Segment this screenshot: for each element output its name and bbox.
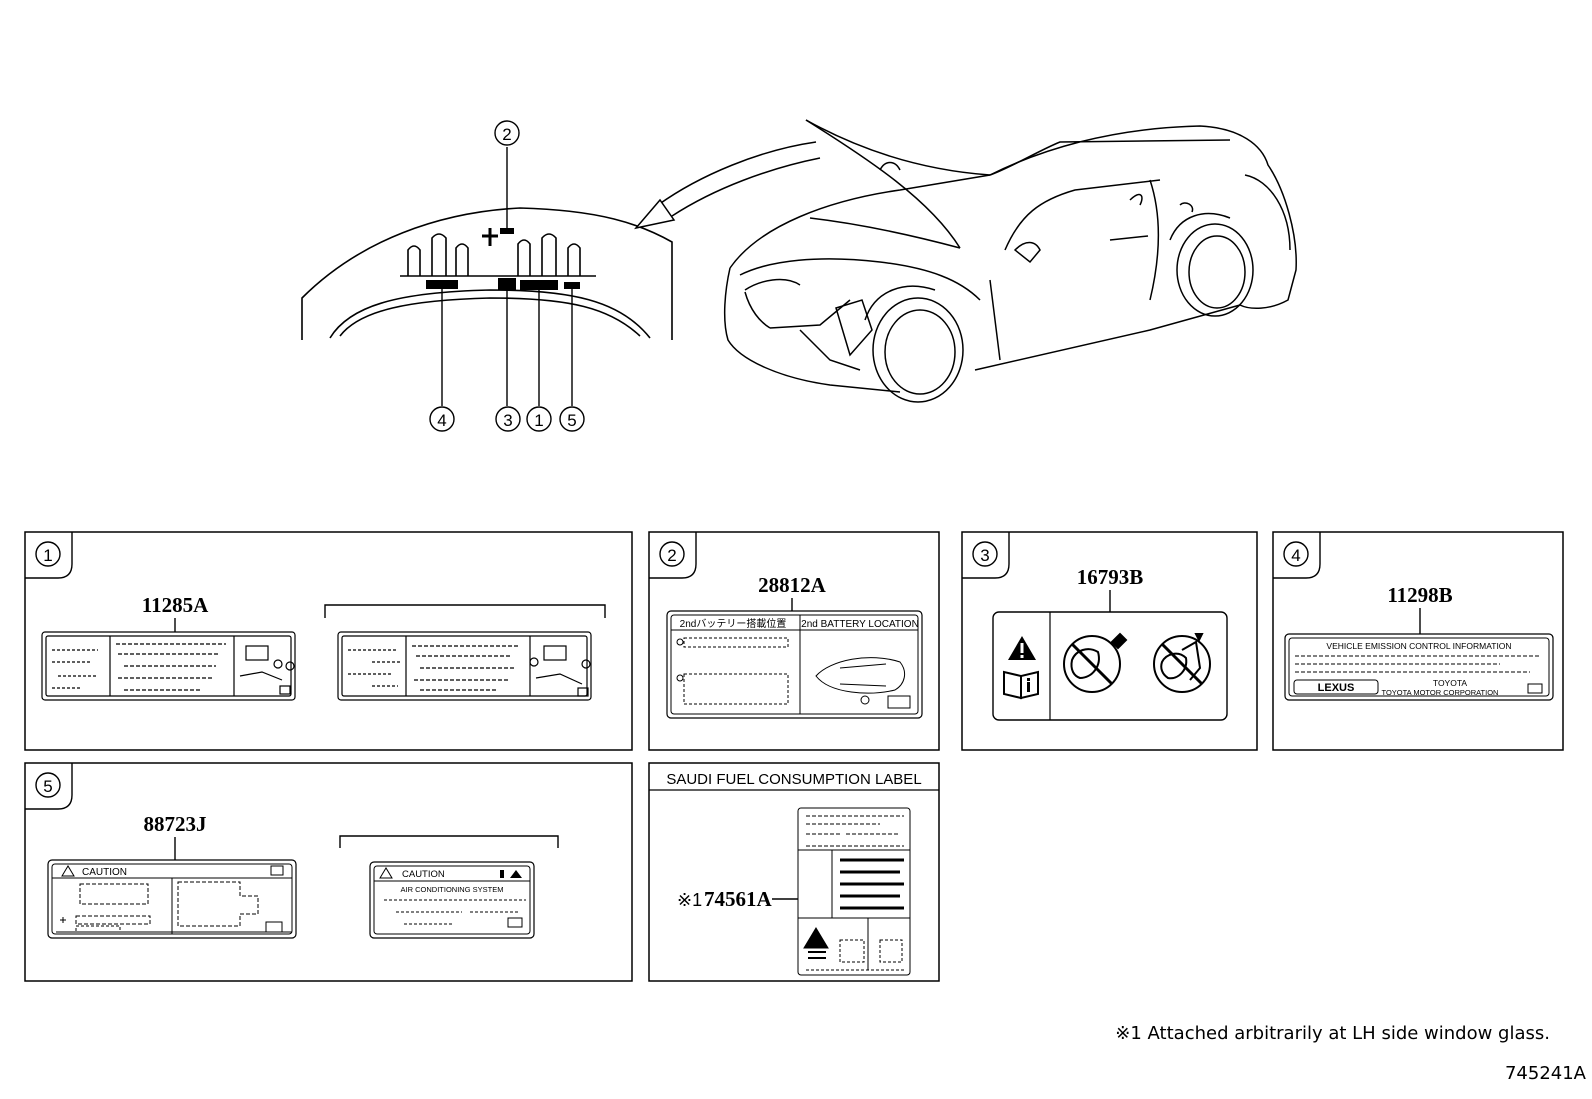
- engine-bay-leaders: [441, 147, 573, 406]
- svg-text:3: 3: [503, 411, 512, 430]
- engine-bay-detail: [301, 207, 673, 340]
- part-number-74561A: 74561A: [704, 887, 773, 911]
- svg-text:4: 4: [437, 411, 446, 430]
- ac-system-text: AIR CONDITIONING SYSTEM: [401, 885, 504, 894]
- panel-2: 2 28812A 2ndバッテリー搭載位置 2nd BATTERY LOCATI…: [648, 531, 940, 751]
- toyota-corp-text: TOYOTA MOTOR CORPORATION: [1382, 688, 1499, 697]
- panel-5: 5 88723J CAUTION CAUTION AIR CONDITIONIN…: [24, 762, 633, 982]
- part-number-16793B: 16793B: [1077, 565, 1144, 589]
- part-number-88723J: 88723J: [144, 812, 207, 836]
- lexus-logo-text: LEXUS: [1318, 682, 1355, 694]
- part-number-11298B: 11298B: [1387, 583, 1452, 607]
- svg-text:5: 5: [567, 411, 576, 430]
- callout-top-1: 1: [526, 406, 552, 432]
- label-74561A: [797, 807, 911, 976]
- panel-2-number: 2: [667, 546, 676, 565]
- callout-top-5: 5: [559, 406, 585, 432]
- label-11285A-variant-b: [337, 631, 592, 701]
- panel-4: 4 11298B VEHICLE EMISSION CONTROL INFORM…: [1272, 531, 1564, 751]
- label-88723J-variant-a: CAUTION: [47, 859, 297, 939]
- panel-saudi: SAUDI FUEL CONSUMPTION LABEL ※1 74561A: [648, 762, 940, 982]
- toyota-text: TOYOTA: [1433, 678, 1467, 688]
- warning-triangle-icon: [1008, 636, 1036, 660]
- battery-label-jp: 2ndバッテリー搭載位置: [680, 617, 787, 630]
- figure-id: 745241A: [1504, 1063, 1586, 1084]
- caution-text-b: CAUTION: [402, 869, 445, 880]
- panel-3: 3 16793B: [961, 531, 1258, 751]
- engine-bay-label-markers: [426, 228, 580, 290]
- no-spray-gun-icon: [1153, 633, 1211, 693]
- callout-top-2: 2: [494, 120, 520, 146]
- label-28812A: 2ndバッテリー搭載位置 2nd BATTERY LOCATION: [666, 610, 923, 719]
- label-11298B: VEHICLE EMISSION CONTROL INFORMATION LEX…: [1284, 633, 1554, 701]
- callout-top-3: 3: [495, 406, 521, 432]
- label-88723J-variant-b: CAUTION AIR CONDITIONING SYSTEM: [369, 861, 535, 939]
- label-16793B: [992, 611, 1228, 721]
- panel-3-number: 3: [980, 546, 989, 565]
- manual-book-icon: [1003, 670, 1039, 700]
- part-number-28812A: 28812A: [758, 573, 827, 597]
- callout-top-4: 4: [429, 406, 455, 432]
- caution-text-a: CAUTION: [82, 867, 127, 878]
- panel-1-number: 1: [43, 546, 52, 565]
- no-hose-spray-icon: [1063, 632, 1128, 693]
- emission-label-title: VEHICLE EMISSION CONTROL INFORMATION: [1326, 641, 1511, 651]
- car-illustration: [723, 119, 1297, 403]
- saudi-note-mark: ※1: [677, 890, 702, 910]
- detail-arrow: [633, 141, 821, 230]
- svg-text:1: 1: [534, 411, 543, 430]
- panel-4-number: 4: [1291, 546, 1300, 565]
- panel-5-number: 5: [43, 777, 52, 796]
- part-number-11285A: 11285A: [142, 593, 209, 617]
- panel-1: 1 11285A: [24, 531, 633, 751]
- saudi-panel-title: SAUDI FUEL CONSUMPTION LABEL: [666, 771, 921, 788]
- battery-label-en: 2nd BATTERY LOCATION: [801, 619, 919, 630]
- footnote: ※1 Attached arbitrarily at LH side windo…: [1115, 1023, 1550, 1044]
- svg-text:2: 2: [502, 125, 511, 144]
- label-11285A-variant-a: [41, 631, 296, 701]
